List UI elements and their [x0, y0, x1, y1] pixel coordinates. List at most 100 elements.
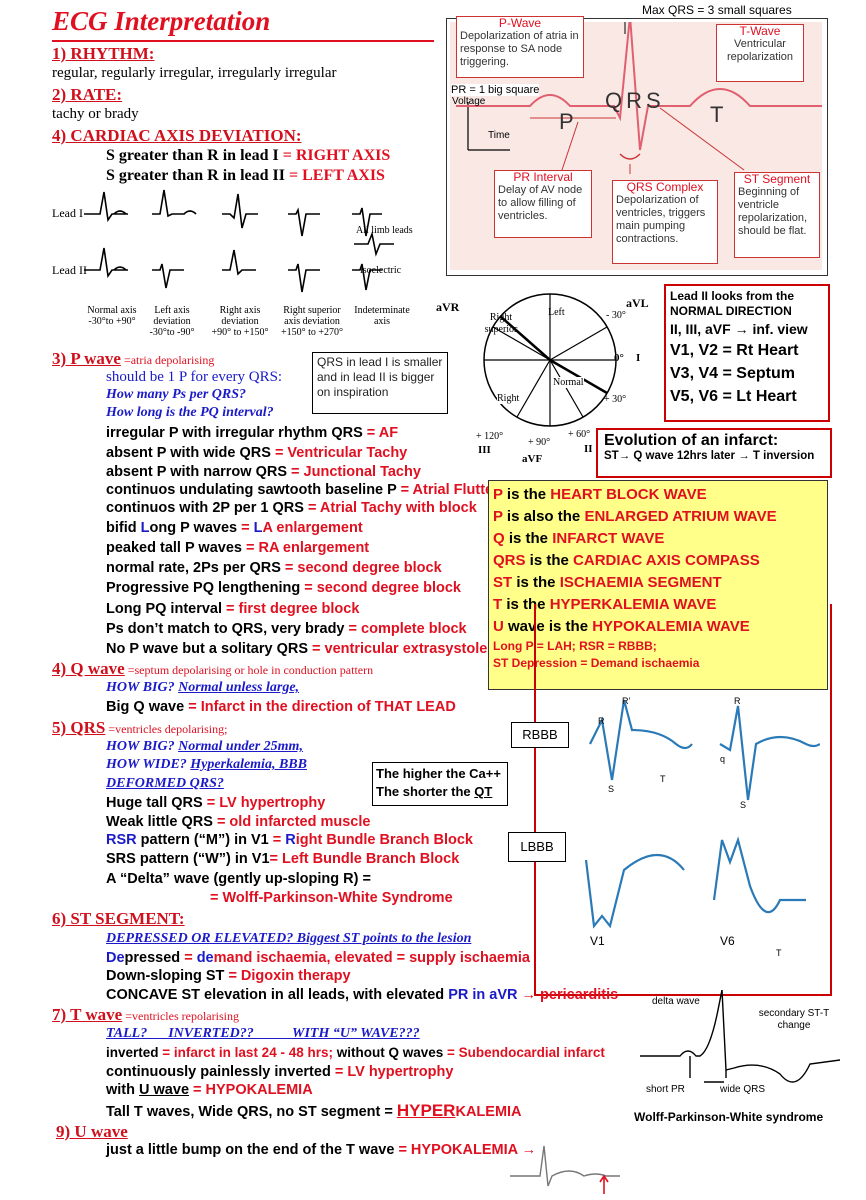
v6-q-label: q — [720, 754, 726, 764]
wheel-p60: + 60° — [568, 429, 591, 440]
wpw-short-pr-label: short PR — [646, 1084, 685, 1095]
pwave-item: irregular P with irregular rhythm QRS = … — [106, 425, 399, 441]
wheel-zero: 0° — [614, 352, 624, 364]
qwave-q1: HOW BIG? Normal unless large, — [106, 680, 300, 695]
wpw-secondary-label: secondary ST-T change — [758, 1008, 830, 1031]
qrs-letters: QRS — [605, 88, 665, 113]
wheel-lead-I: I — [636, 352, 641, 364]
twave-callout: T-Wave Ventricular repolarization — [716, 24, 804, 82]
bbb-traces — [584, 699, 820, 929]
pwave-item: No P wave but a solitary QRS = ventricul… — [106, 641, 488, 657]
axis-heading: 4) CARDIAC AXIS DEVIATION: — [52, 126, 302, 145]
wpw-delta-label: delta wave — [652, 996, 700, 1007]
qrs-inspiration-note: QRS in lead I is smaller and in lead II … — [312, 352, 448, 414]
pwave-q3: How long is the PQ interval? — [106, 405, 274, 420]
rbbb-T-label: T — [660, 774, 666, 784]
st-heading: 6) ST SEGMENT: — [52, 909, 185, 928]
v6-label: V6 — [720, 934, 735, 948]
wheel-II: II — [584, 443, 593, 455]
lead-ii-box: Lead II looks from the NORMAL DIRECTION … — [664, 284, 830, 422]
axis-caption-right-superior: Right superior axis deviation+150° to +2… — [280, 305, 344, 338]
twave-item-2: continuously painlessly inverted = LV hy… — [106, 1064, 454, 1080]
twave-item-3: with U wave = HYPOKALEMIA — [106, 1082, 313, 1098]
pwave-heading-row: 3) P wave =atria depolarising — [52, 349, 215, 368]
qrs-delta-2: = Wolff-Parkinson-White Syndrome — [210, 890, 453, 906]
wheel-p30: + 30° — [604, 394, 627, 405]
all-limb-leads-label: All limb leads — [356, 225, 413, 236]
axis-caption-normal: Normal axis-30°to +90° — [87, 305, 137, 327]
pwave-q2: How many Ps per QRS? — [106, 387, 247, 402]
pwave-item: absent P with wide QRS = Ventricular Tac… — [106, 445, 408, 461]
uwave-trace — [510, 1145, 620, 1194]
rbbb-R-label: R — [598, 716, 605, 726]
qrs-item: Weak little QRS = old infarcted muscle — [106, 814, 371, 830]
qrs-q1: HOW BIG? Normal under 25mm, — [106, 739, 303, 754]
axis-waveforms — [84, 189, 394, 293]
twave-item-4: Tall T waves, Wide QRS, no ST segment = … — [106, 1101, 522, 1120]
pwave-item: continuos with 2P per 1 QRS = Atrial Tac… — [106, 500, 477, 516]
lead-1-label: Lead I — [52, 206, 83, 220]
twave-q1: TALL? INVERTED?? WITH “U” WAVE??? — [106, 1026, 420, 1041]
wave-summary-box: P is the HEART BLOCK WAVE P is also the … — [488, 480, 828, 690]
axis-line-2: S greater than R in lead II = LEFT AXIS — [106, 167, 385, 184]
twave-item-1: inverted = infarct in last 24 - 48 hrs; … — [106, 1045, 605, 1060]
pwave-callout: P-Wave Depolarization of atria in respon… — [456, 16, 584, 78]
wpw-wide-qrs-label: wide QRS — [720, 1084, 766, 1095]
bbb-figure-frame — [534, 604, 832, 996]
st-q1: DEPRESSED OR ELEVATED? Biggest ST points… — [106, 931, 472, 946]
st-item-3: CONCAVE ST elevation in all leads, with … — [106, 987, 619, 1003]
rate-text: tachy or brady — [52, 106, 139, 122]
pwave-q1: should be 1 P for every QRS: — [106, 369, 283, 385]
qrs-heading-row: 5) QRS =ventricles depolarising; — [52, 718, 228, 737]
wpw-trace — [640, 990, 840, 1083]
st-item-2: Down-sloping ST = Digoxin therapy — [106, 968, 351, 984]
pwave-item: Ps don’t match to QRS, very brady = comp… — [106, 621, 467, 637]
v1-label: V1 — [590, 934, 605, 948]
wheel-p90: + 90° — [528, 437, 551, 448]
rbbb-label-box: RBBB — [511, 722, 569, 748]
pr-interval-callout: PR Interval Delay of AV node to allow fi… — [494, 170, 592, 238]
rhythm-heading: 1) RHYTHM: — [52, 44, 155, 63]
pr-note: PR = 1 big square — [451, 84, 540, 96]
waves-diagram-trace — [456, 22, 822, 174]
wheel-avl: aVL — [626, 296, 649, 310]
wheel-normal: Normal — [553, 377, 584, 388]
qwave-heading-row: 4) Q wave =septum depolarising or hole i… — [52, 659, 374, 678]
lbbb-label-box: LBBB — [508, 832, 566, 862]
axis-caption-left: Left axis deviation-30°to -90° — [149, 305, 195, 338]
uwave-item: just a little bump on the end of the T w… — [106, 1142, 537, 1158]
page-title: ECG Interpretation — [52, 6, 271, 36]
qrs-complex-callout: QRS Complex Depolarization of ventricles… — [612, 180, 718, 264]
wheel-avf: aVF — [522, 453, 543, 465]
wheel-left: Left — [548, 307, 565, 318]
rbbb-S-label: S — [608, 784, 615, 794]
axis-wheel — [483, 293, 617, 427]
wheel-right: Right — [497, 393, 520, 404]
v6-T-label: T — [776, 948, 782, 958]
v6-S-label: S — [740, 800, 747, 810]
pwave-item: continuos undulating sawtooth baseline P… — [106, 482, 499, 498]
time-label: Time — [488, 130, 510, 141]
uwave-heading: 9) U wave — [56, 1122, 128, 1141]
wheel-III: III — [478, 444, 491, 456]
st-segment-callout: ST Segment Beginning of ventricle repola… — [734, 172, 820, 258]
v6-R-label: R — [734, 696, 741, 706]
infarct-evolution-box: Evolution of an infarct: ST→ Q wave 12hr… — [596, 428, 832, 478]
st-item-1: Depressed = demand ischaemia, elevated =… — [106, 950, 530, 966]
wheel-avr: aVR — [436, 300, 460, 314]
pwave-item: normal rate, 2Ps per QRS = second degree… — [106, 560, 442, 576]
qwave-item: Big Q wave = Infarct in the direction of… — [106, 699, 456, 715]
calcium-qt-note: The higher the Ca++ The shorter the QT — [372, 762, 508, 806]
voltage-label: Voltage — [452, 96, 486, 107]
axis-caption-right: Right axis deviation+90° to +150° — [211, 305, 269, 338]
pwave-item: Progressive PQ lengthening = second degr… — [106, 580, 461, 596]
lead-2-label: Lead II — [52, 263, 87, 277]
wheel-p120: + 120° — [476, 431, 504, 442]
qrs-item: SRS pattern (“W”) in V1= Left Bundle Bra… — [106, 851, 460, 867]
t-letter: T — [710, 102, 724, 127]
pwave-item: peaked tall P waves = RA enlargement — [106, 540, 370, 556]
max-qrs-note: Max QRS = 3 small squares — [642, 3, 792, 17]
p-letter: P — [559, 109, 574, 134]
pwave-item: Long PQ interval = first degree block — [106, 601, 360, 617]
rbbb-Rp-label: R’ — [622, 696, 631, 706]
